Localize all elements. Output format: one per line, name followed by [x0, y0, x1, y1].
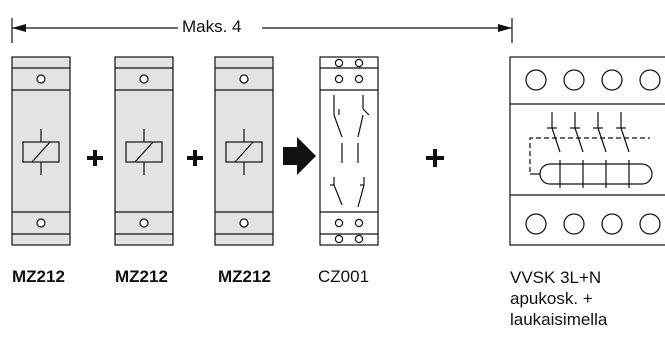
switch-label-line-3: laukaisimella [510, 310, 608, 329]
module-label-2: MZ212 [115, 267, 168, 286]
module-mz212-2 [114, 56, 174, 246]
plus-sign-1 [87, 150, 103, 166]
module-mz212-1 [11, 56, 71, 246]
switch-label-line-1: VVSK 3L+N [510, 268, 602, 287]
switch-label-line-2: apukosk. + [510, 289, 593, 308]
module-mz212-3 [214, 56, 274, 246]
dimension-line [11, 18, 513, 43]
dimension-label: Maks. 4 [180, 17, 244, 37]
module-label-4: CZ001 [318, 267, 370, 286]
module-label-3: MZ212 [218, 267, 271, 286]
arrow-right-icon [283, 137, 316, 175]
plus-sign-3 [426, 149, 444, 167]
module-cz001 [319, 56, 379, 246]
plus-sign-2 [187, 150, 203, 166]
switch-vvsk [509, 56, 665, 246]
module-label-1: MZ212 [12, 267, 65, 286]
